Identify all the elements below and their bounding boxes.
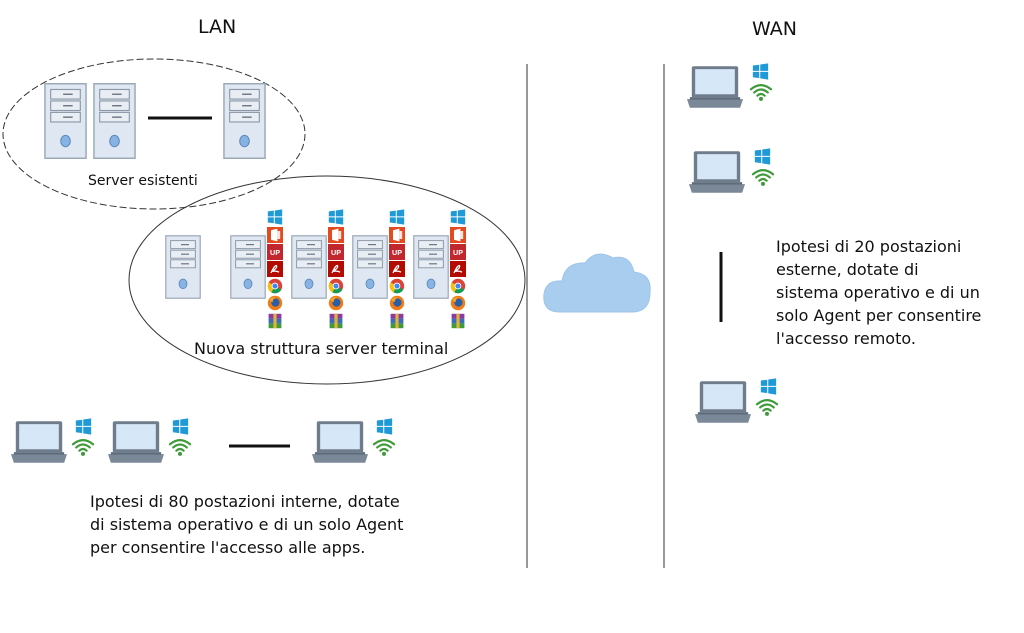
laptop-icon [694,381,752,423]
windows-logo-icon [752,63,769,80]
internal-workstation [311,418,396,463]
lan-title: LAN [198,16,237,38]
external-description: Ipotesi di 20 postazioni esterne, dotate… [776,235,981,350]
winrar-icon [390,313,404,329]
terminal-servers-group [128,175,526,385]
laptop-icon [107,421,165,463]
windows-logo-icon [328,209,344,225]
windows-logo-icon [754,148,771,165]
terminal-servers-label: Nuova struttura server terminal [194,339,449,358]
internal-description-line: Ipotesi di 80 postazioni interne, dotate [90,492,400,511]
server-tower-icon [223,83,266,159]
cloud-icon [543,253,651,313]
wifi-signal-icon [168,439,192,457]
server-tower-icon [230,235,266,299]
office-icon [389,227,405,243]
windows-logo-icon [376,418,393,435]
external-workstation [694,378,779,423]
firefox-icon [450,295,466,311]
office-icon [450,227,466,243]
wifi-signal-icon [71,439,95,457]
external-description-line: esterne, dotate di [776,260,919,279]
wifi-signal-icon [749,84,773,102]
windows-logo-icon [389,209,405,225]
windows-logo-icon [267,209,283,225]
wifi-signal-icon [755,399,779,417]
external-description-line: sistema operativo e di un [776,283,980,302]
chrome-icon [267,278,283,294]
acrobat-icon [389,261,405,277]
server-tower-icon [165,235,201,299]
internal-workstation [10,418,95,463]
acrobat-icon [267,261,283,277]
internal-workstation [107,418,192,463]
up-app-icon [389,244,405,260]
windows-logo-icon [172,418,189,435]
up-app-icon [328,244,344,260]
chrome-icon [450,278,466,294]
acrobat-icon [328,261,344,277]
laptop-icon [311,421,369,463]
external-description-line: Ipotesi di 20 postazioni [776,237,962,256]
external-description-line: l'accesso remoto. [776,329,916,348]
acrobat-icon [450,261,466,277]
chrome-icon [328,278,344,294]
terminal-server-node [352,209,405,329]
wan-title: WAN [752,18,797,40]
terminal-server-node [291,209,344,329]
terminal-server-node [413,209,466,329]
office-icon [267,227,283,243]
existing-servers-label: Server esistenti [88,173,198,189]
winrar-icon [451,313,465,329]
server-tower-icon [413,235,449,299]
external-workstation [686,63,773,108]
internal-description: Ipotesi di 80 postazioni interne, dotate… [90,490,403,559]
external-workstation [688,148,775,193]
internal-description-line: di sistema operativo e di un solo Agent [90,515,404,534]
laptop-icon [688,151,746,193]
server-tower-icon [291,235,327,299]
server-tower-icon [352,235,388,299]
wifi-signal-icon [751,169,775,187]
server-tower-icon [93,83,136,159]
server-tower-icon [44,83,87,159]
office-icon [328,227,344,243]
chrome-icon [389,278,405,294]
up-app-icon [450,244,466,260]
external-description-line: solo Agent per consentire [776,306,982,325]
existing-servers-group [2,58,306,210]
laptop-icon [686,66,744,108]
terminal-server-node [230,209,283,329]
winrar-icon [268,313,282,329]
windows-logo-icon [450,209,466,225]
firefox-icon [267,295,283,311]
firefox-icon [328,295,344,311]
windows-logo-icon [75,418,92,435]
winrar-icon [329,313,343,329]
wifi-signal-icon [372,439,396,457]
firefox-icon [389,295,405,311]
windows-logo-icon [760,378,777,395]
up-app-icon [267,244,283,260]
laptop-icon [10,421,68,463]
internal-description-line: per consentire l'accesso alle apps. [90,538,366,557]
